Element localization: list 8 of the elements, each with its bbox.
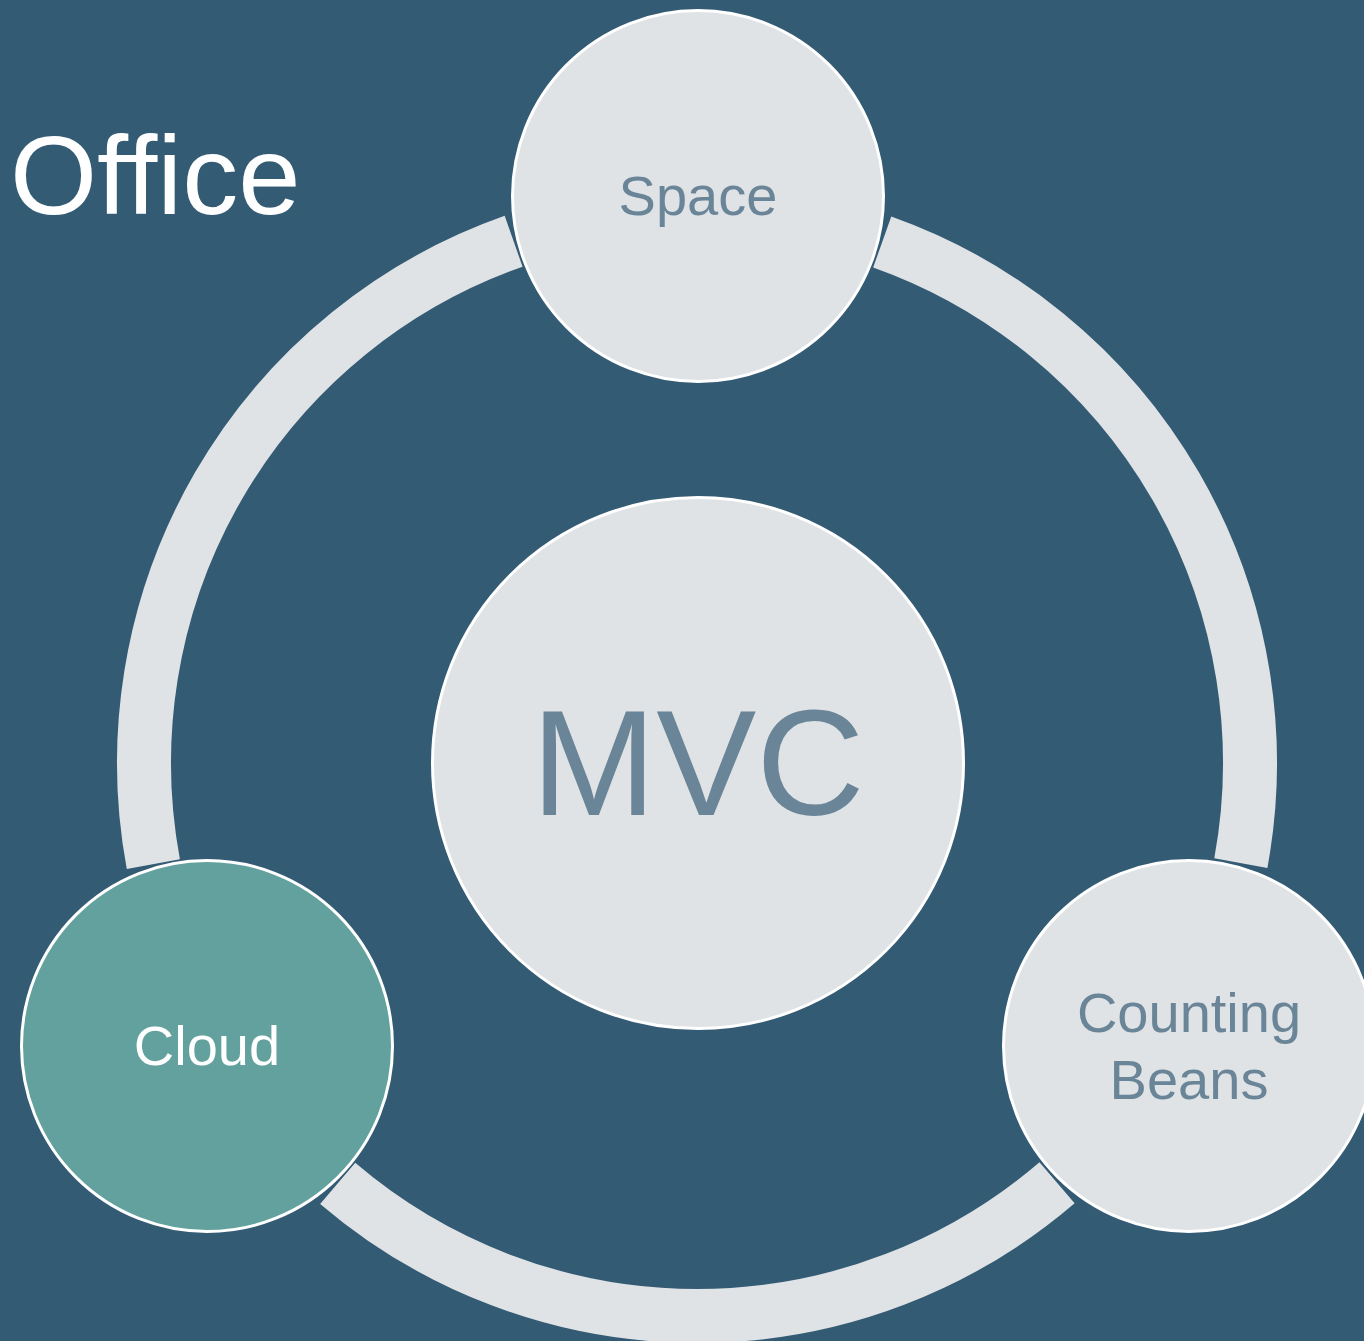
ring-arc: [117, 216, 525, 868]
title: Office: [10, 120, 301, 232]
circle-label: MVC: [530, 678, 866, 849]
ring-arc: [321, 1161, 1074, 1341]
ring-arc: [871, 217, 1277, 867]
circle-label: Cloud: [132, 1013, 282, 1080]
circle-label: Space: [617, 163, 779, 230]
circle-label: Counting Beans: [1075, 979, 1303, 1113]
